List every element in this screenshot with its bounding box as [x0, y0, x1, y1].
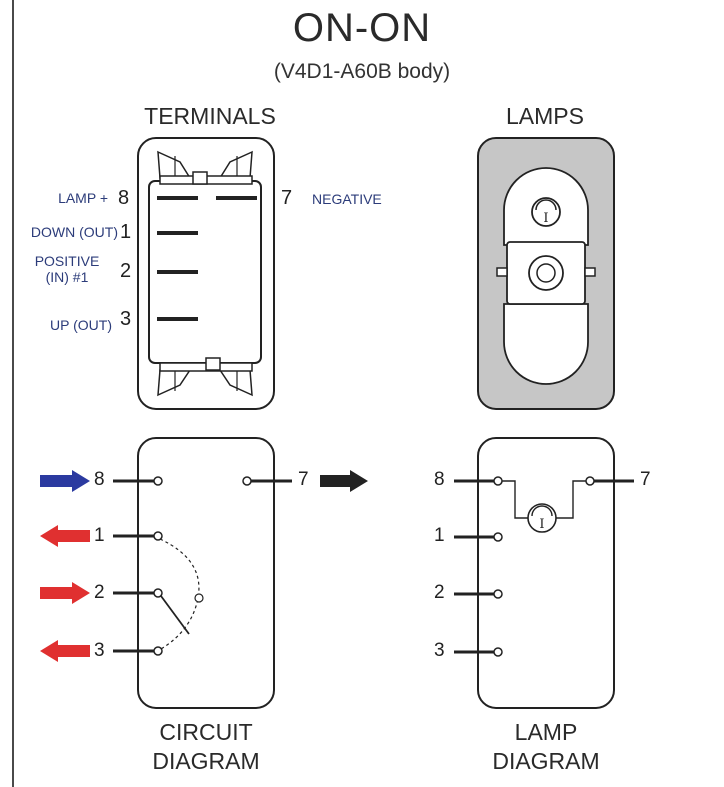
lamp-pin-7: 7 — [640, 469, 651, 490]
circuit-caption-line2: DIAGRAM — [152, 748, 260, 774]
circuit-pin-7: 7 — [298, 469, 309, 490]
lamp-pin-1: 1 — [434, 525, 445, 546]
lamp-caption-line1: LAMP — [514, 719, 578, 745]
circuit-pin-3: 3 — [94, 640, 105, 661]
terminal-label-up-out: UP (OUT) — [50, 317, 112, 333]
circuit-caption-line1: CIRCUIT — [159, 719, 253, 745]
terminal-label-down-out: DOWN (OUT) — [30, 224, 118, 240]
page-subtitle: (V4D1-A60B body) — [273, 60, 451, 83]
page-title: ON-ON — [292, 6, 432, 50]
terminal-number-8: 8 — [118, 187, 130, 209]
terminal-number-1: 1 — [120, 221, 132, 243]
terminal-label-positive-in: POSITIVE (IN) #1 — [20, 253, 114, 285]
terminals-switch-body — [137, 137, 275, 410]
circuit-pin-1: 1 — [94, 525, 105, 546]
lamp-pin-3: 3 — [434, 640, 445, 661]
lamp-diagram: I — [454, 437, 634, 709]
terminal-label-negative: NEGATIVE — [312, 191, 382, 207]
terminal-label-positive-line1: POSITIVE — [34, 253, 100, 269]
circuit-diagram — [40, 437, 368, 709]
lamps-heading: LAMPS — [506, 103, 584, 129]
lamps-body: I — [477, 137, 615, 410]
circuit-pin-8: 8 — [94, 469, 105, 490]
lamp-symbol-label: I — [539, 517, 544, 532]
circuit-pin-2: 2 — [94, 582, 105, 603]
lamp-pin-2: 2 — [434, 582, 445, 603]
lamp-pin-8: 8 — [434, 469, 445, 490]
lamp-diagram-caption: LAMP DIAGRAM — [460, 718, 632, 776]
terminal-number-2: 2 — [120, 260, 132, 282]
terminals-heading: TERMINALS — [144, 103, 276, 129]
lamp-caption-line2: DIAGRAM — [492, 748, 600, 774]
terminal-label-lamp-plus: LAMP + — [58, 190, 108, 206]
terminal-label-positive-line2: (IN) #1 — [45, 269, 89, 285]
svg-text:I: I — [543, 211, 548, 226]
terminal-number-3: 3 — [120, 308, 132, 330]
terminal-number-7: 7 — [281, 187, 293, 209]
left-border-line — [12, 0, 14, 787]
circuit-diagram-caption: CIRCUIT DIAGRAM — [120, 718, 292, 776]
